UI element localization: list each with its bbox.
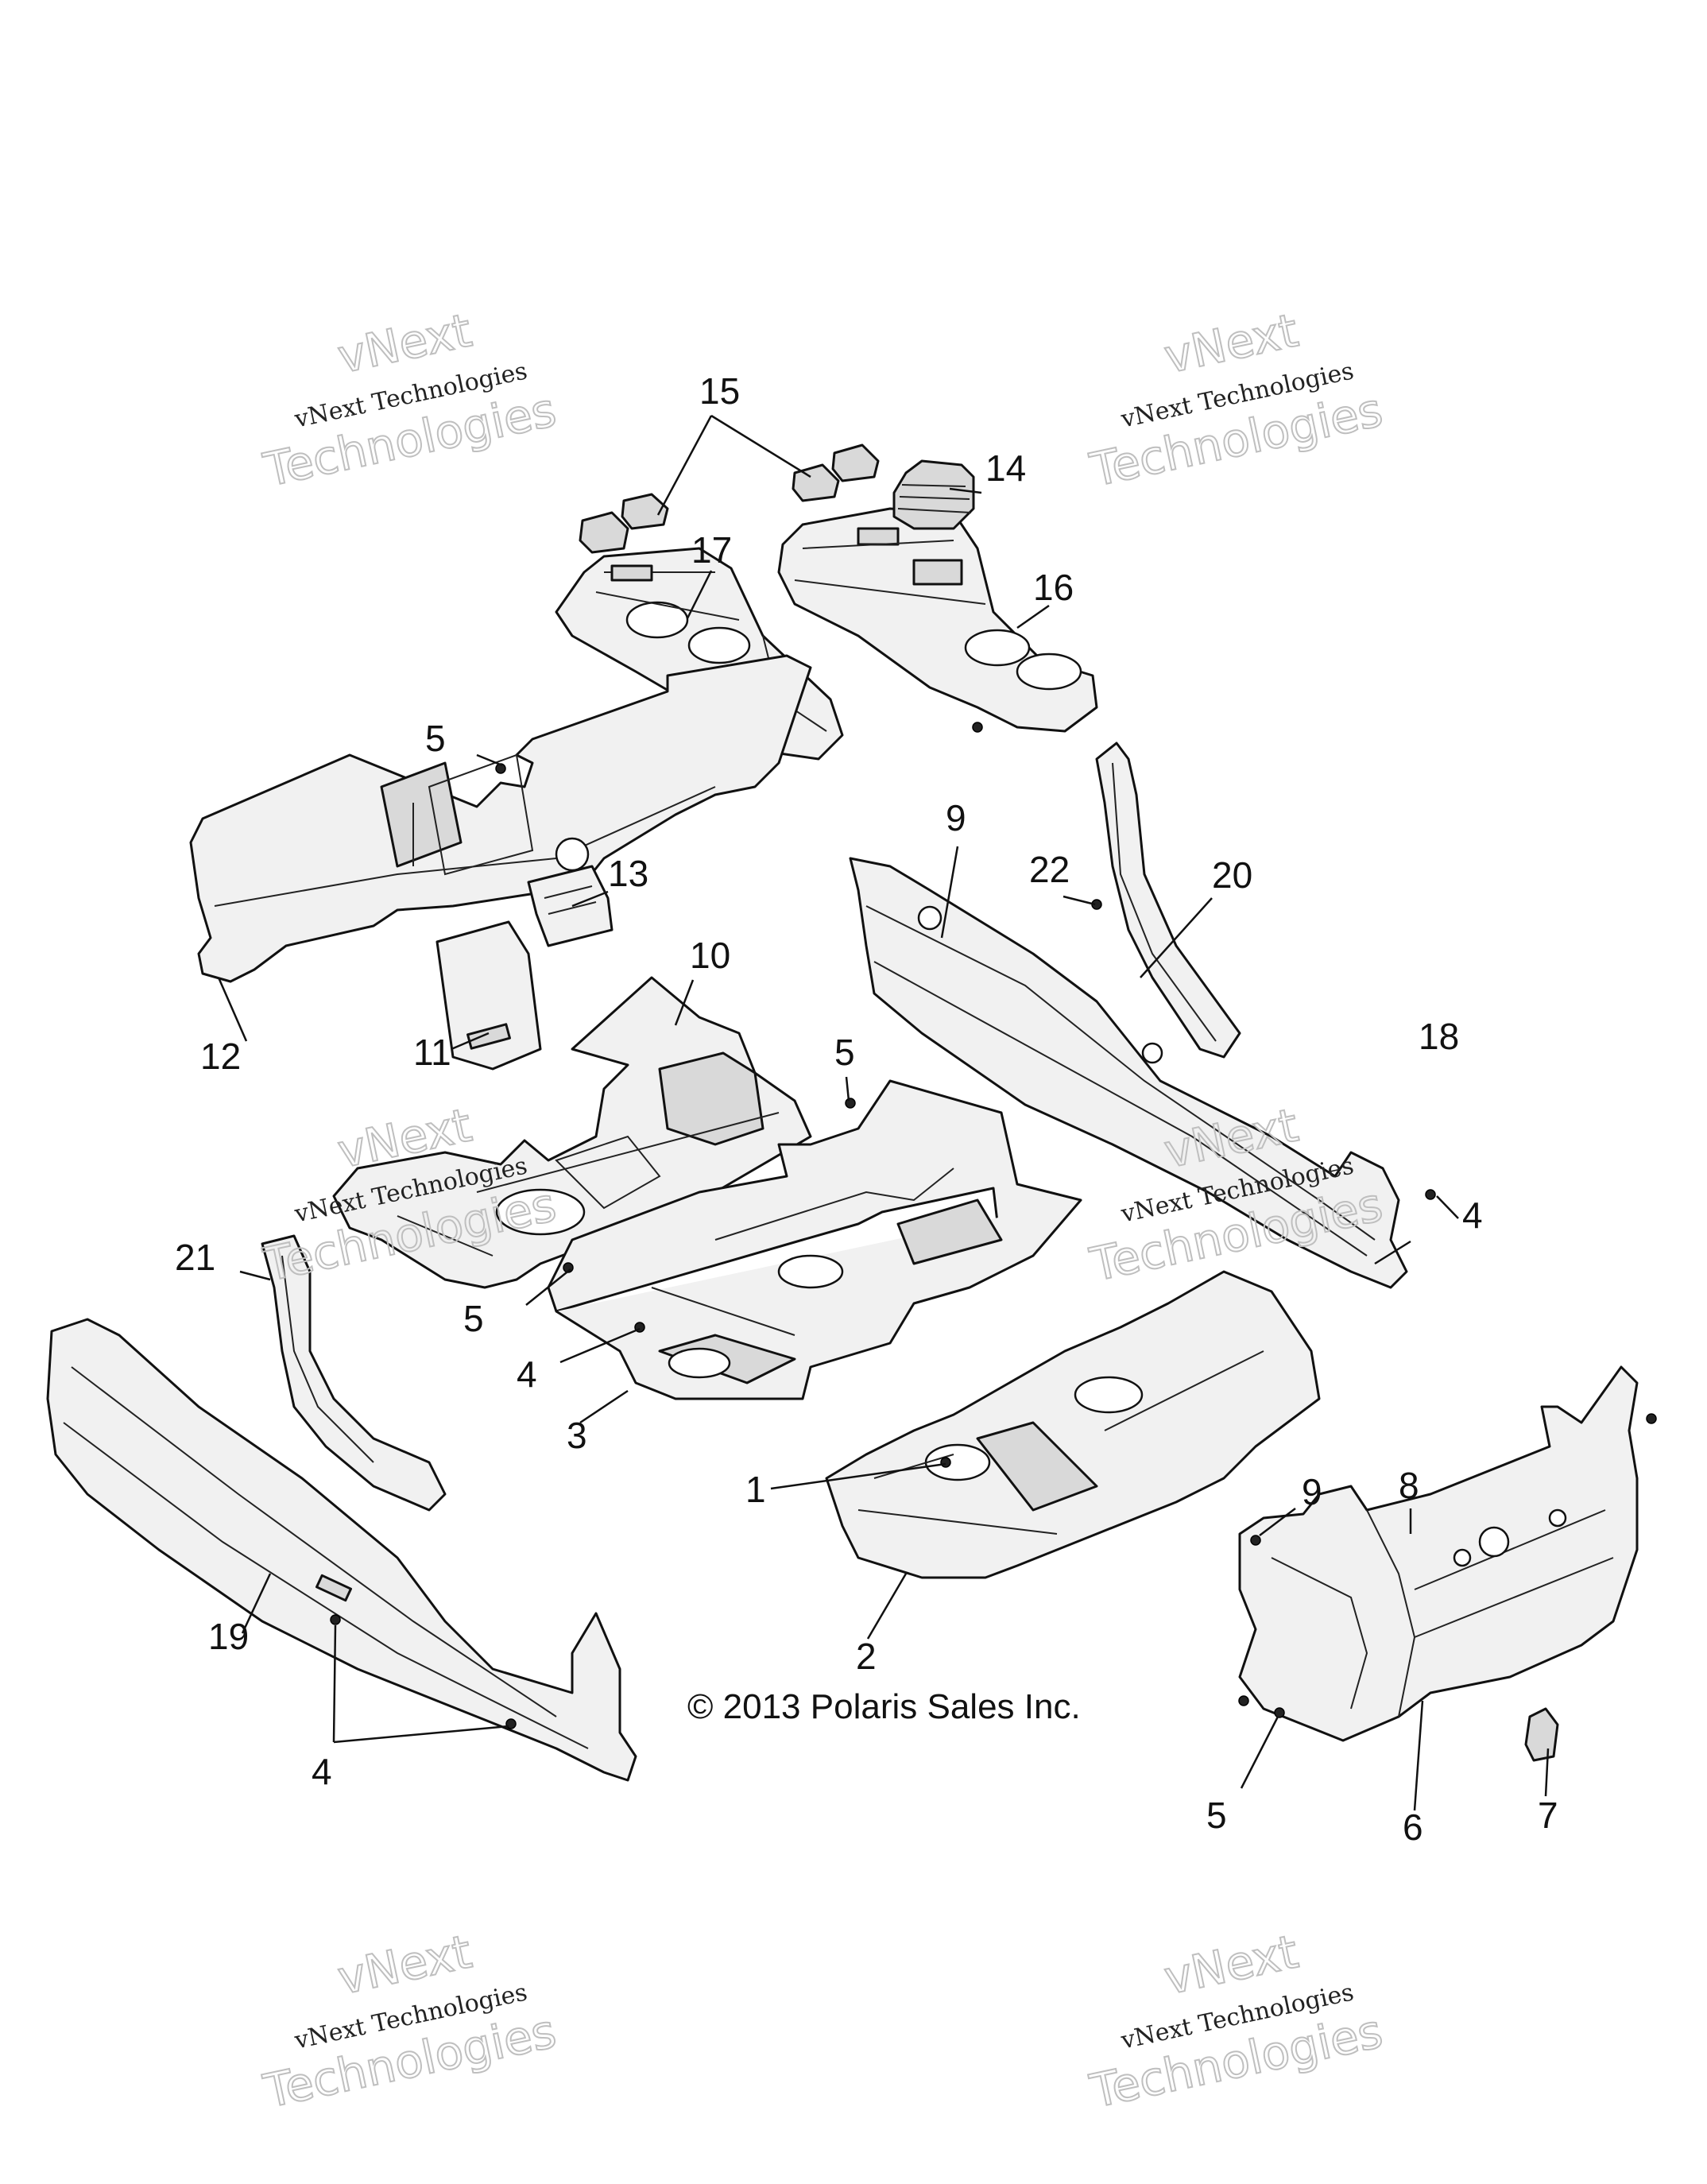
callout-4a: 4 <box>1462 1195 1483 1236</box>
part-7-clip <box>1524 1707 1559 1762</box>
callout-7: 7 <box>1538 1795 1558 1836</box>
callout-16: 16 <box>1033 567 1074 608</box>
part-15-vent-caps <box>579 443 880 554</box>
part-14-shift-boot <box>892 459 975 530</box>
callout-9b: 9 <box>1302 1471 1322 1512</box>
part-19-left-rocker <box>46 1318 637 1782</box>
part-10-front-tub <box>332 976 812 1289</box>
callout-9a: 9 <box>946 797 966 838</box>
callout-12: 12 <box>200 1036 241 1077</box>
callout-19: 19 <box>208 1616 249 1657</box>
fasteners <box>330 722 1657 1729</box>
callout-18: 18 <box>1419 1016 1459 1057</box>
part-2-rear-tub <box>825 1270 1321 1579</box>
callout-21: 21 <box>175 1237 215 1278</box>
watermark-bottom-left: vNext vNext Technologies Technologies <box>258 1923 562 2119</box>
part-21-left-pillar <box>261 1234 447 1512</box>
callout-8: 8 <box>1399 1465 1419 1506</box>
part-11-flap <box>435 920 542 1071</box>
callout-1: 1 <box>745 1469 766 1510</box>
part-18-right-rocker <box>849 857 1408 1289</box>
callout-6: 6 <box>1403 1806 1423 1848</box>
part-20-right-pillar <box>1095 742 1241 1059</box>
part-12-firewall-panel <box>189 654 812 983</box>
callout-20: 20 <box>1212 854 1252 896</box>
callout-5a: 5 <box>425 718 446 759</box>
callout-13: 13 <box>608 853 648 894</box>
callout-14: 14 <box>985 447 1026 489</box>
callout-4c: 4 <box>312 1751 332 1792</box>
part-6-rear-panel <box>1238 1365 1639 1742</box>
callout-5c: 5 <box>463 1298 484 1339</box>
callout-5d: 5 <box>1206 1795 1227 1836</box>
callout-22: 22 <box>1029 849 1070 890</box>
watermark-bottom-right: vNext vNext Technologies Technologies <box>1085 1923 1388 2119</box>
part-16-console-right <box>777 507 1098 733</box>
callout-labels: 15 14 17 16 5 9 22 20 13 10 5 18 11 12 4… <box>175 370 1558 1848</box>
callout-3: 3 <box>567 1415 587 1456</box>
callout-5b: 5 <box>834 1032 855 1073</box>
watermark-top-right: vNext vNext Technologies Technologies <box>1085 302 1388 498</box>
callout-10: 10 <box>690 935 730 976</box>
watermark-top-left: vNext vNext Technologies Technologies <box>258 302 562 498</box>
callout-4b: 4 <box>517 1353 537 1395</box>
leader-lines <box>217 414 1550 1811</box>
part-3-middle-tub <box>547 1079 1082 1400</box>
callout-15: 15 <box>699 370 740 412</box>
callout-11: 11 <box>413 1032 451 1073</box>
callout-17: 17 <box>691 529 732 571</box>
callout-2: 2 <box>856 1636 877 1677</box>
part-13-label-plate <box>527 865 614 947</box>
copyright-notice: © 2013 Polaris Sales Inc. <box>687 1687 1081 1726</box>
